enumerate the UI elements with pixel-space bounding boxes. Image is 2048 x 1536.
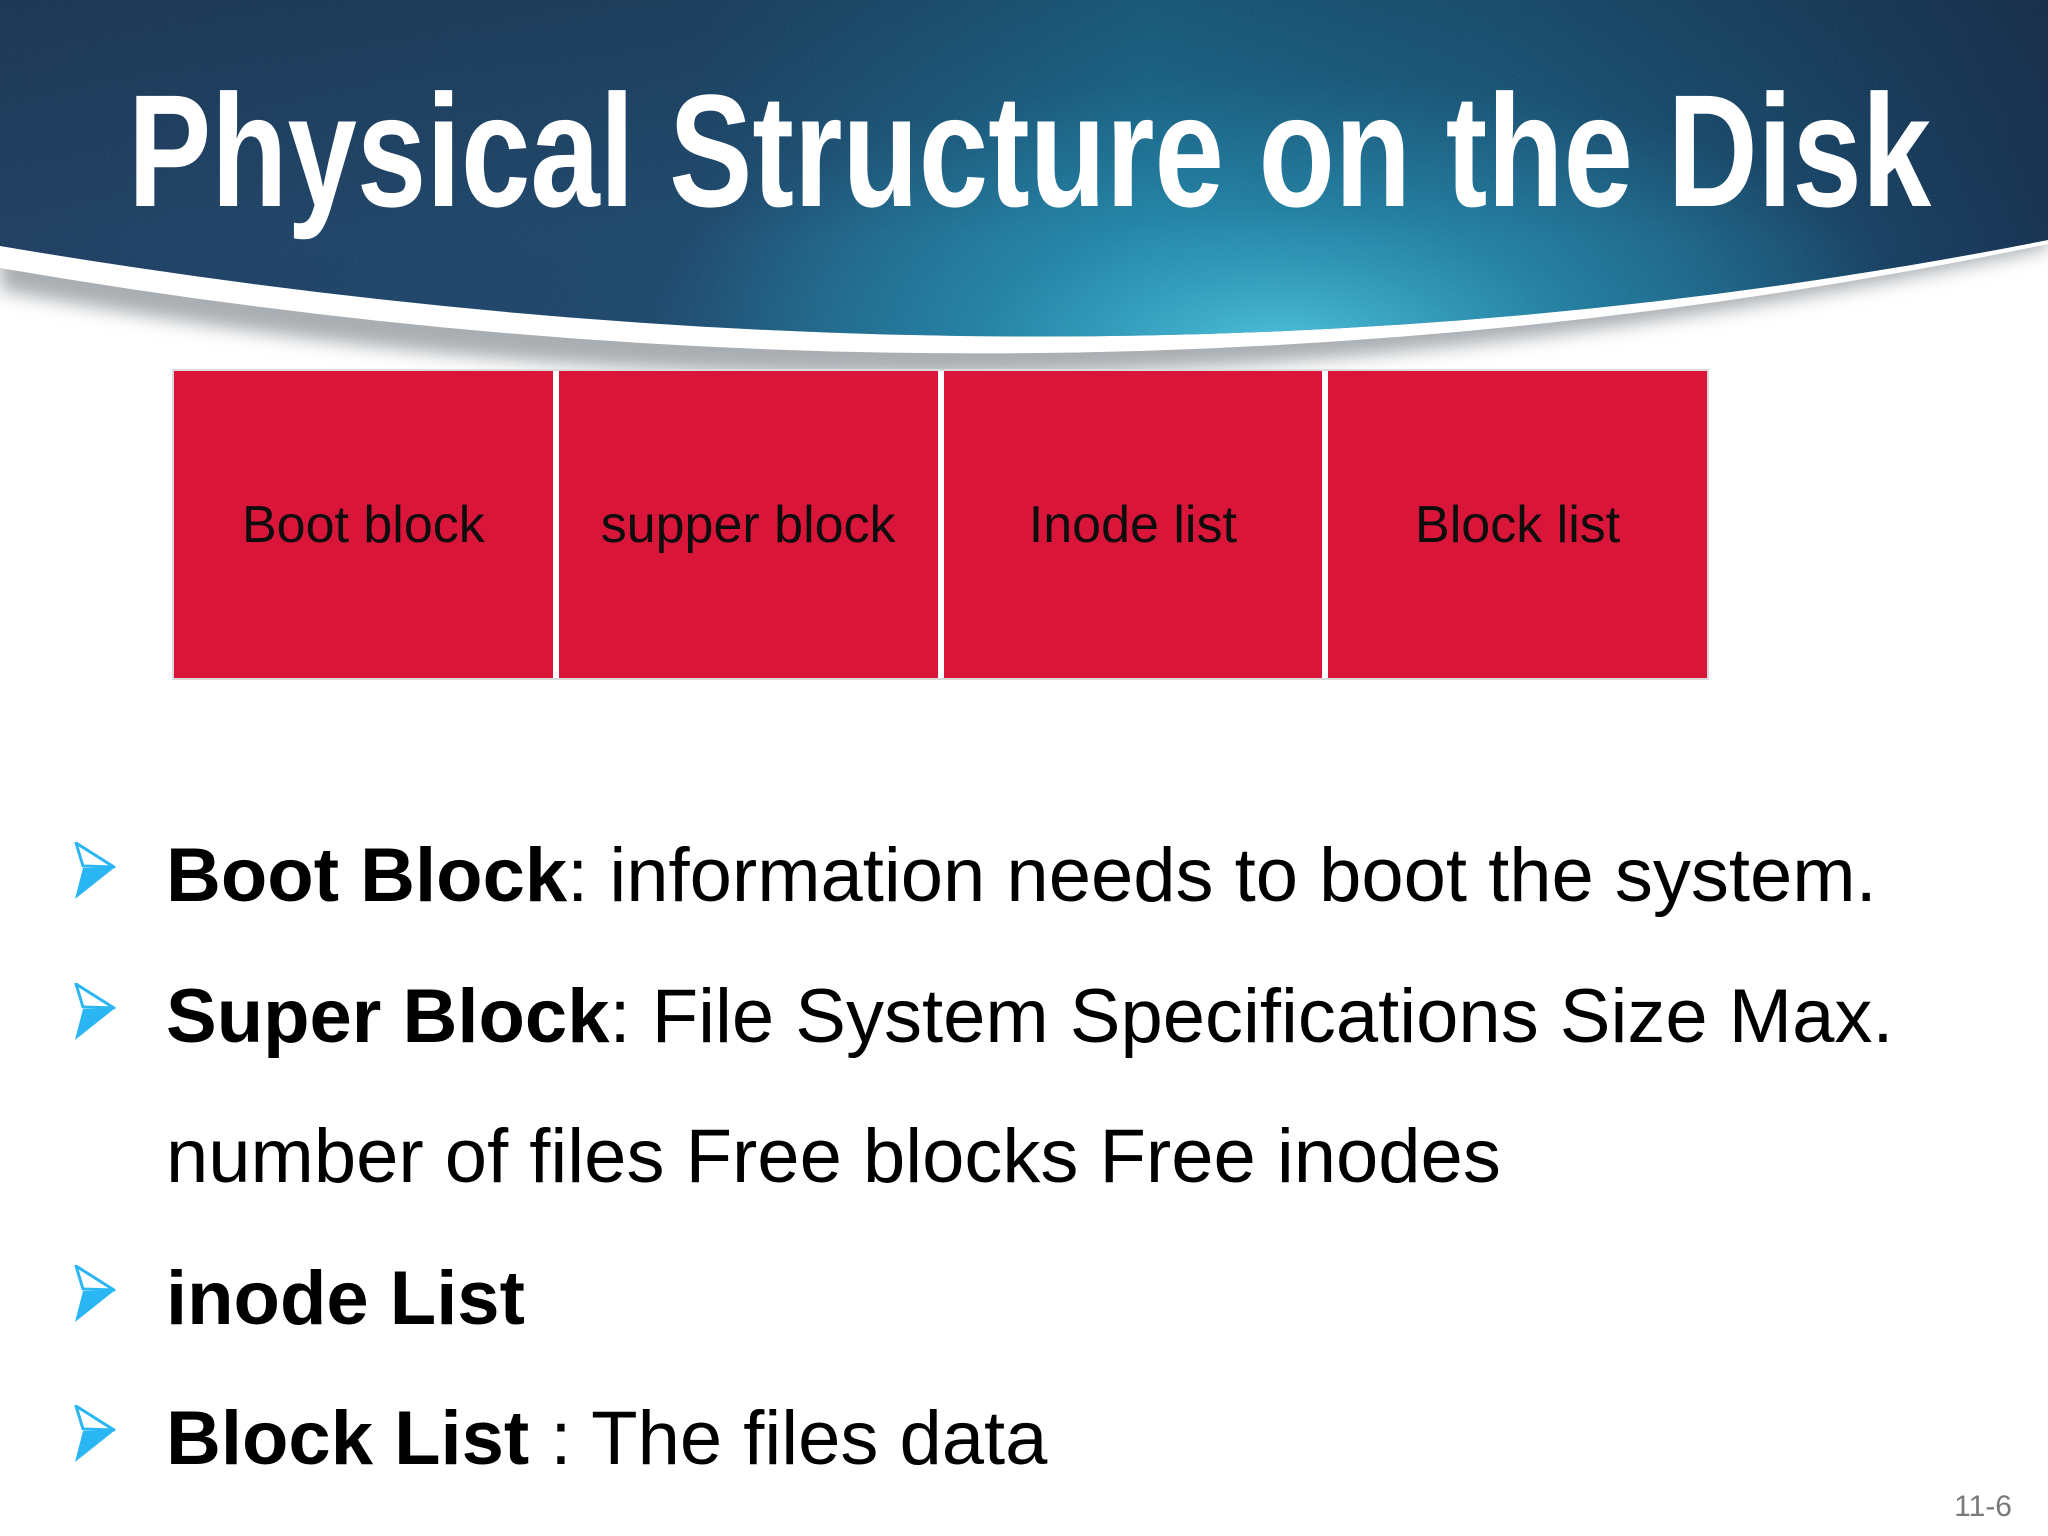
bullet-text: inode List — [166, 1229, 525, 1369]
disk-structure-diagram: Boot block supper block Inode list Block… — [172, 369, 1709, 680]
disk-block-super: supper block — [558, 371, 938, 678]
disk-block-boot: Boot block — [174, 371, 553, 678]
bullet-item-boot-block: Boot Block: information needs to boot th… — [64, 806, 2032, 946]
disk-block-label: Block list — [1415, 495, 1621, 554]
disk-block-label: Boot block — [241, 495, 485, 554]
bullet-rest: : File System Specifications Size Max. — [609, 974, 1894, 1059]
bullet-item-inode-list: inode List — [64, 1229, 2032, 1369]
disk-block-label: Inode list — [1028, 495, 1237, 554]
disk-block-label: supper block — [600, 495, 896, 554]
arrow-bullet-icon — [74, 983, 116, 1040]
arrow-bullet-icon — [74, 1405, 116, 1462]
bullet-continuation: number of files Free blocks Free inodes — [166, 1114, 1501, 1199]
bullet-item-block-list: Block List : The files data — [64, 1369, 2032, 1509]
bullet-term: Boot Block — [166, 833, 568, 918]
bullet-rest: : information needs to boot the system. — [567, 833, 1877, 918]
bullet-item-super-block: Super Block: File System Specifications … — [64, 947, 2032, 1227]
disk-block-inode: Inode list — [943, 371, 1323, 678]
bullet-text: Boot Block: information needs to boot th… — [166, 806, 1877, 946]
arrow-bullet-icon — [74, 842, 116, 899]
page-title: Physical Structure on the Disk — [128, 61, 1932, 240]
bullet-term: Super Block — [166, 974, 610, 1059]
page-number: 11-6 — [1954, 1490, 2012, 1523]
disk-block-blocklist: Block list — [1328, 371, 1707, 678]
bullet-text: Super Block: File System Specifications … — [166, 947, 1893, 1227]
bullet-term: Block List — [166, 1396, 530, 1481]
arrow-bullet-icon — [74, 1265, 116, 1322]
bullet-text: Block List : The files data — [166, 1369, 1047, 1509]
bullet-term: inode List — [166, 1256, 525, 1341]
header-banner — [0, 0, 2048, 376]
bullet-rest: : The files data — [529, 1396, 1048, 1481]
